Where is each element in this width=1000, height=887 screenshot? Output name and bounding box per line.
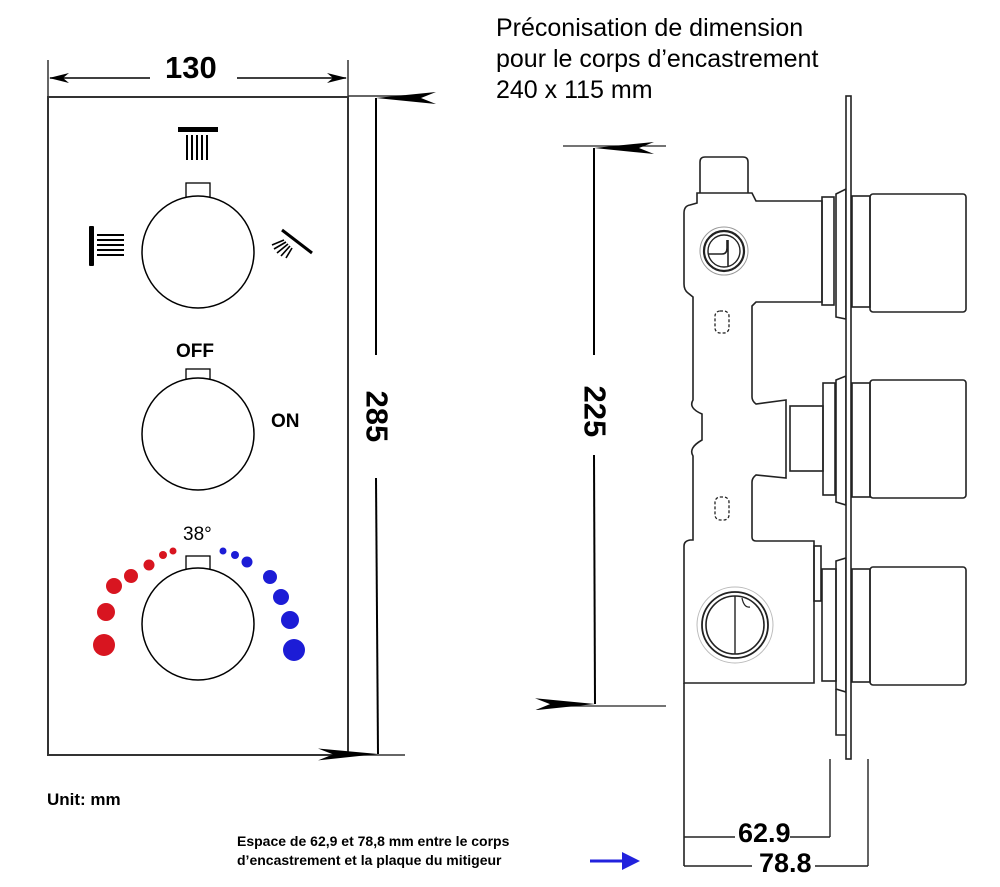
overhead-shower-icon [178,127,218,160]
width-dimension-label: 130 [165,50,217,85]
lower-slot [714,496,730,521]
side-height-dimension-label: 225 [577,385,613,438]
middle-cartridge-sleeve [851,382,871,498]
side-view [534,95,967,867]
middle-cartridge-flange [822,382,836,496]
front-view [47,60,436,761]
side-height-arrow-down [534,454,596,711]
wall-plate [845,95,852,760]
temperature-dot [93,634,115,656]
temperature-dot [281,611,299,629]
off-label: OFF [176,341,214,362]
temperature-dot [97,603,115,621]
temperature-dot [273,589,289,605]
middle-handle [869,379,967,499]
diverter-knob [141,182,255,309]
body-jets-icon [89,226,124,266]
temperature-label: 38° [183,524,212,545]
hand-shower-icon [271,228,313,259]
lower-cartridge-flange [821,568,837,682]
temperature-dot [169,547,177,555]
temperature-dot [241,556,253,568]
note-line: Espace de 62,9 et 78,8 mm entre le corps [237,833,510,849]
upper-handle [869,193,967,313]
title-line: Préconisation de dimension [496,14,804,42]
top-inlet-pipe [699,156,749,193]
temperature-dot [263,570,277,584]
side-view-title: Préconisation de dimension pour le corps… [496,13,818,106]
lower-cartridge-sleeve [851,568,871,683]
unit-label: Unit: mm [47,790,121,809]
hot-temperature-scale [93,547,177,656]
title-line: 240 x 115 mm [496,76,653,104]
temperature-dot [231,551,239,559]
note-line: d’encastrement et la plaque du mitigeur [237,852,502,868]
cover-plate [47,96,349,756]
upper-slot [714,310,730,334]
temperature-dot [124,569,138,583]
temperature-dot [219,547,227,555]
upper-port [699,226,749,276]
middle-cartridge-stem [789,405,824,472]
lower-port [696,586,774,664]
on-off-knob [141,368,255,491]
temperature-dot [283,639,305,661]
depth-max-label: 78.8 [759,848,812,878]
spacing-note: Espace de 62,9 et 78,8 mm entre le corps… [237,832,509,870]
title-line: pour le corps d’encastrement [496,45,819,73]
cold-temperature-scale [219,547,305,661]
height-arrow-down [317,477,379,761]
note-arrow-icon [590,852,640,870]
lower-handle [869,566,967,686]
depth-min-label: 62.9 [738,818,791,848]
thermostat-knob [141,555,255,681]
height-dimension-label: 285 [359,390,395,443]
temperature-dot [159,551,167,559]
temperature-dot [143,559,155,571]
upper-cartridge-flange [821,196,835,306]
on-label: ON [271,411,300,432]
valve-body [683,192,823,684]
temperature-dot [106,578,122,594]
upper-cartridge-sleeve [851,195,871,308]
